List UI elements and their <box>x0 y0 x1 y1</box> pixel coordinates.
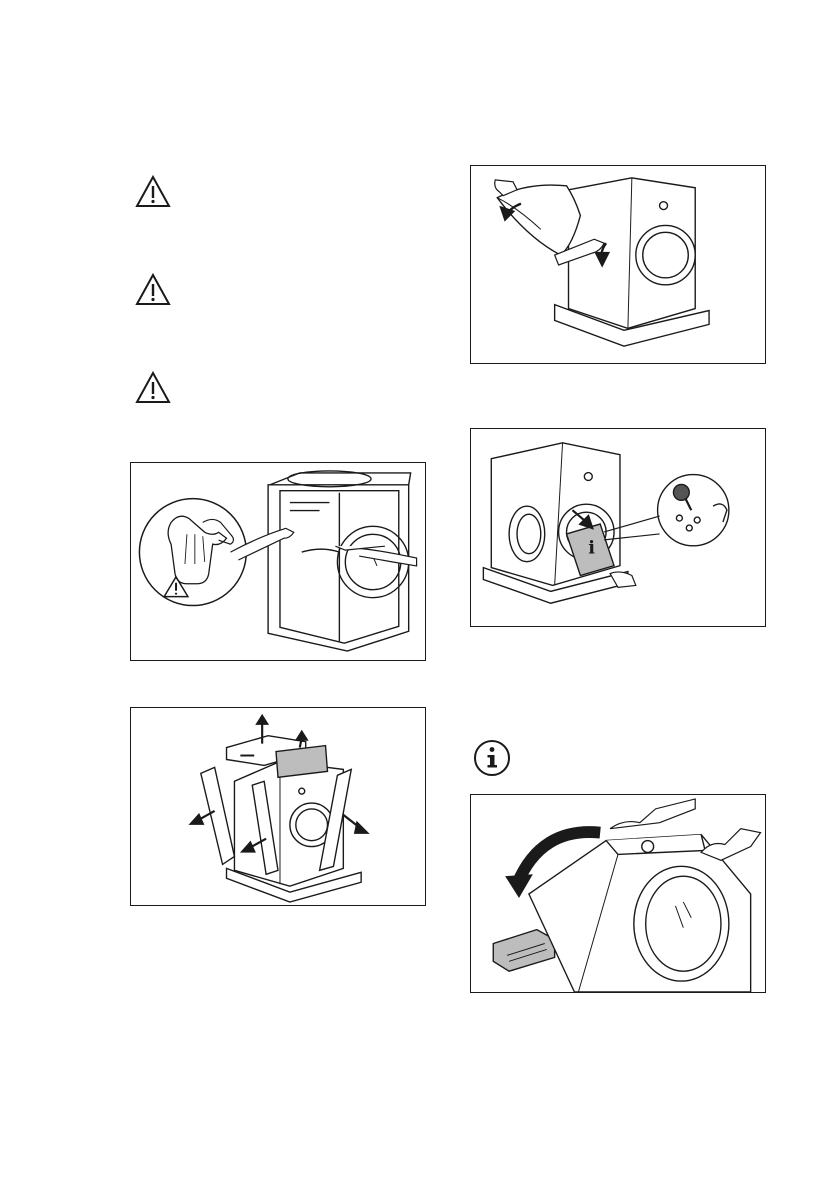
gloves-callout <box>139 499 246 606</box>
figure-remove-bag <box>470 165 766 364</box>
illustration-bag-removal <box>471 166 765 363</box>
illustration-packaging-pieces <box>131 708 425 905</box>
warning-triangle-icon <box>134 272 172 308</box>
figure-open-door-accessories: i <box>470 428 766 627</box>
illustration-accessories: i <box>471 429 765 626</box>
illustration-tilt-machine <box>471 795 765 992</box>
warning-triangle-icon <box>134 370 172 406</box>
figure-remove-packaging <box>130 707 426 906</box>
figure-tilt-remove-base <box>470 794 766 993</box>
figure-gloves-remove-cover <box>130 462 426 661</box>
illustration-remove-top-cover <box>131 463 425 660</box>
warning-triangle-icon <box>134 174 172 210</box>
info-letter: i <box>588 538 595 559</box>
info-icon <box>472 738 512 778</box>
bottom-text-fragment: __________________ ____________________ … <box>0 1180 840 1192</box>
